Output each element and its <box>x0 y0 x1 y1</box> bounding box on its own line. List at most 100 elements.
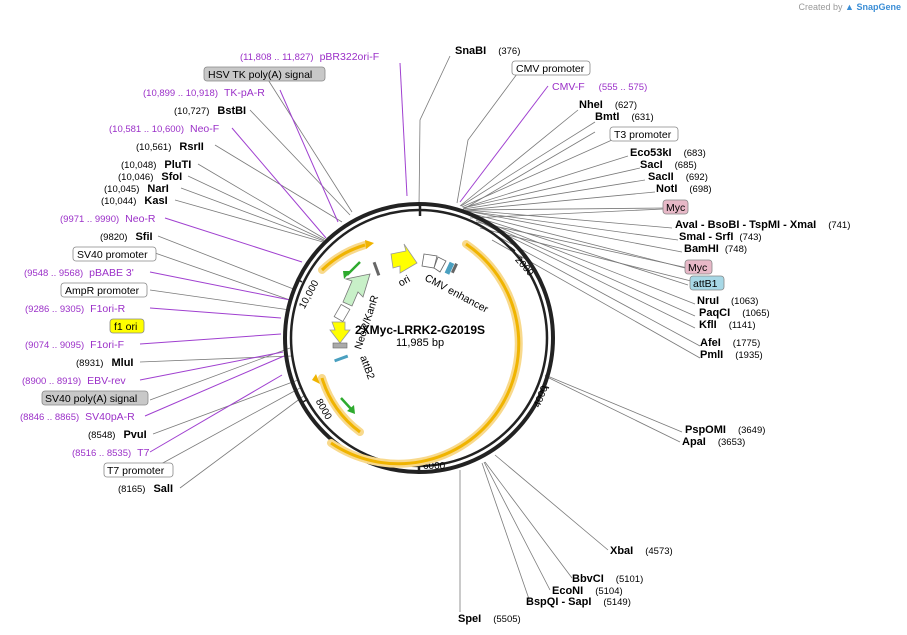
feature-box-sv40-promoter <box>72 246 157 262</box>
site-saci: SacI(685) <box>640 159 697 171</box>
feature-box-ampr-promoter <box>60 282 148 298</box>
feature-label-cmv-promoter: CMV promoter <box>516 63 585 75</box>
credit-brand: SnapGene <box>856 2 901 12</box>
green-arrow-icon-2 <box>347 405 355 414</box>
snapgene-logo-icon: ▲ <box>845 2 854 12</box>
site-pvui: (8548)PvuI <box>88 429 147 441</box>
ori-label: ori <box>396 273 412 289</box>
myc-tag-mark <box>444 261 455 275</box>
feature-label-t3-promoter: T3 promoter <box>614 129 672 141</box>
feature-label-hsv-tk-polya: HSV TK poly(A) signal <box>208 69 312 81</box>
primer-labels: (11,808 .. 11,827)pBR322ori-F (10,899 ..… <box>20 51 647 459</box>
sv40-polya-mark <box>332 342 348 349</box>
site-nari: (10,045)NarI <box>104 183 169 195</box>
feature-label-myc-2: Myc <box>688 262 707 274</box>
primer-pbr322ori-f: (11,808 .. 11,827)pBR322ori-F <box>240 51 379 63</box>
site-sfoi: (10,046)SfoI <box>118 171 182 183</box>
attb1-mark <box>450 263 458 274</box>
feature-label-attb1: attB1 <box>693 278 718 290</box>
site-nrui: NruI(1063) <box>697 295 758 307</box>
site-snabi: SnaBI(376) <box>455 45 520 57</box>
feature-box-hsv-tk-polya <box>203 66 326 82</box>
ampr-arc-head-icon <box>312 374 320 384</box>
primer-f1ori-f: (9074 .. 9095)F1ori-F <box>25 339 124 351</box>
ampr-arc <box>320 377 361 434</box>
tick-label-6000: 6000 <box>423 461 446 472</box>
primer-f1ori-r: (9286 .. 9305)F1ori-R <box>25 303 126 315</box>
site-kfli: KflI(1141) <box>699 319 756 331</box>
feature-label-t7-promoter: T7 promoter <box>107 465 165 477</box>
neor-kanr-arrow <box>342 273 371 307</box>
site-kasi: (10,044)KasI <box>101 195 168 207</box>
ori-arrow <box>390 243 418 274</box>
site-ava-bsobi-tspmi-xmai: AvaI - BsoBI - TspMI - XmaI(741) <box>675 219 850 231</box>
leader-lines <box>139 55 701 612</box>
green-arrow-icon <box>343 271 351 279</box>
tk-arc <box>320 243 366 272</box>
feature-box-sv40-polya <box>41 390 149 406</box>
feature-box-f1-ori <box>109 318 145 334</box>
credit-prefix: Created by <box>798 2 843 12</box>
site-paqci: PaqCI(1065) <box>699 307 770 319</box>
primer-leader-lines <box>139 62 549 453</box>
site-smai-srfi: SmaI - SrfI(743) <box>679 231 762 243</box>
site-sacii: SacII(692) <box>648 171 708 183</box>
feature-label-sv40-promoter: SV40 promoter <box>77 249 148 261</box>
feature-label-sv40-polya: SV40 poly(A) signal <box>45 393 137 405</box>
restriction-sites-left: (8165)SalI (8548)PvuI (8931)MluI (9820)S… <box>76 105 246 495</box>
site-pluti: (10,048)PluTI <box>121 159 191 171</box>
site-rsrii: (10,561)RsrII <box>136 141 204 153</box>
tick-label-4000: 4000 <box>532 384 551 409</box>
feature-label-myc-1: Myc <box>666 202 685 214</box>
primer-pbabe-3: (9548 .. 9568)pBABE 3' <box>24 267 134 279</box>
site-nhei: NheI(627) <box>579 99 637 111</box>
site-sfii: (9820)SfiI <box>100 231 153 243</box>
feature-box-t3-promoter <box>609 126 679 142</box>
primer-sv40pa-r: (8846 .. 8865)SV40pA-R <box>20 411 135 423</box>
plasmid-name: 2XMyc-LRRK2-G2019S <box>355 323 485 337</box>
site-sali: (8165)SalI <box>118 483 173 495</box>
primer-ebv-rev: (8900 .. 8919)EBV-rev <box>22 375 126 387</box>
cmv-promoter-arrow <box>433 256 447 273</box>
site-xbai: XbaI(4573) <box>610 545 673 557</box>
cmv-enhancer-label: CMV enhancer <box>423 272 491 316</box>
sv40-promoter-mark <box>333 303 351 323</box>
attb2-label: attB2 <box>357 354 377 381</box>
plasmid-length: 11,985 bp <box>396 337 444 349</box>
primer-neo-r: (9971 .. 9990)Neo-R <box>60 213 156 225</box>
site-afei: AfeI(1775) <box>700 337 760 349</box>
feature-labels: HSV TK poly(A) signal CMV promoter T3 pr… <box>41 60 725 478</box>
site-mlui: (8931)MluI <box>76 357 133 369</box>
tick-label-10000: 10,000 <box>297 278 321 311</box>
tick-label-2000: 2000 <box>512 255 535 279</box>
site-pspomi: PspOMI(3649) <box>685 424 765 436</box>
feature-box-myc-2 <box>684 259 713 275</box>
direction-arrows <box>340 261 361 414</box>
site-bmti: BmtI(631) <box>595 111 654 123</box>
restriction-sites-right: SnaBI(376) NheI(627) BmtI(631) Eco53kI(6… <box>455 45 850 625</box>
tk-arc-head-icon <box>365 240 374 249</box>
tick-labels: 2000 4000 6000 8000 10,000 <box>297 255 550 472</box>
feature-box-myc-1 <box>662 199 689 215</box>
site-bstbi: (10,727)BstBI <box>174 105 246 117</box>
site-spei: SpeI(5505) <box>458 613 521 625</box>
feature-box-attb1 <box>689 275 725 291</box>
site-bspqi-sapi: BspQI - SapI(5149) <box>526 596 631 608</box>
primer-cmv-f: CMV-F(555 .. 575) <box>552 81 647 93</box>
attb2-mark <box>334 354 349 363</box>
site-econi: EcoNI(5104) <box>552 585 623 597</box>
feature-box-cmv-promoter <box>511 60 591 76</box>
hsv-tk-polya-mark <box>372 261 381 276</box>
site-pmli: PmlI(1935) <box>700 349 763 361</box>
site-bamhi: BamHI(748) <box>684 243 747 255</box>
feature-box-t7-promoter <box>103 462 174 478</box>
primer-tk-pa-r: (10,899 .. 10,918)TK-pA-R <box>143 87 265 99</box>
site-bbvci: BbvCI(5101) <box>572 573 643 585</box>
site-eco53ki: Eco53kI(683) <box>630 147 706 159</box>
snapgene-credit: Created by ▲ SnapGene <box>799 2 902 12</box>
primer-neo-f: (10,581 .. 10,600)Neo-F <box>109 123 219 135</box>
site-apai: ApaI(3653) <box>682 436 745 448</box>
lrrk2-arc <box>330 242 521 466</box>
feature-label-ampr-promoter: AmpR promoter <box>65 285 140 297</box>
